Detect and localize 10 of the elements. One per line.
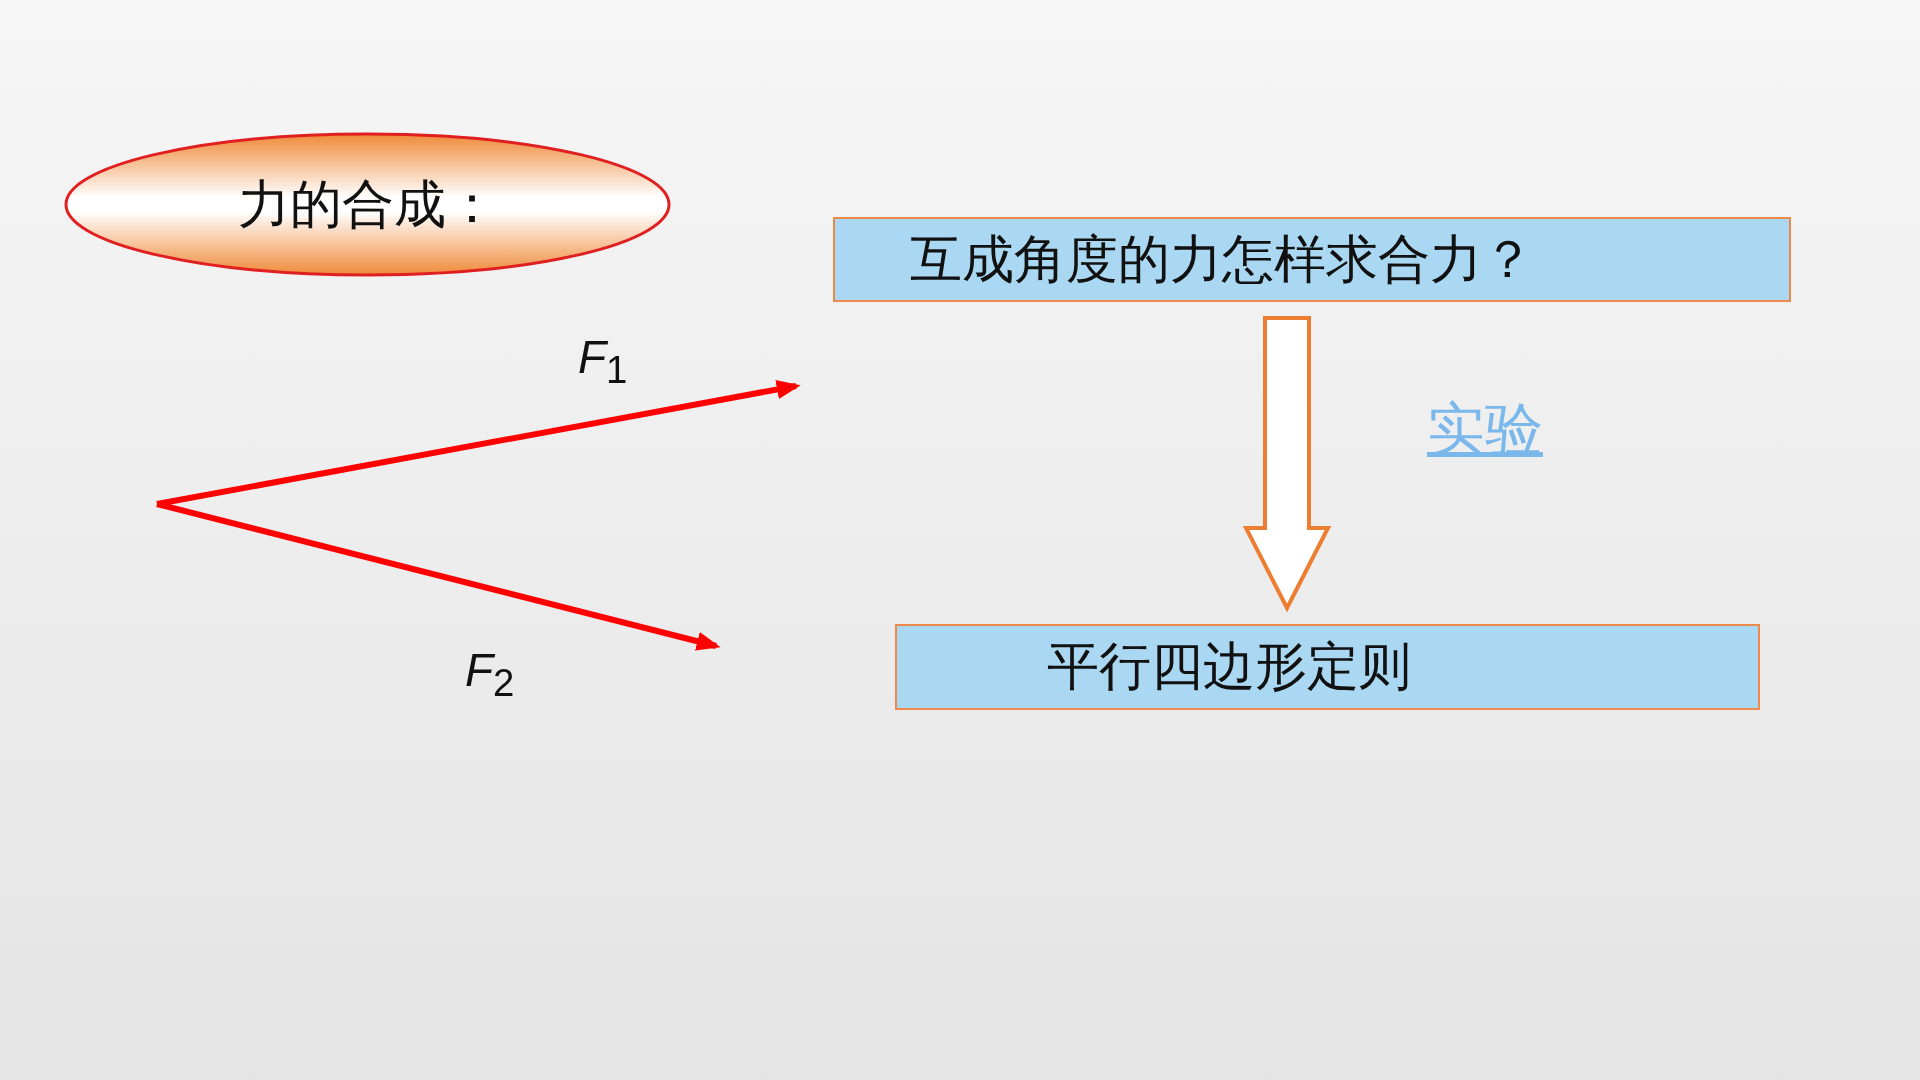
title-text: 力的合成： xyxy=(237,172,498,236)
text-box xyxy=(833,217,1791,302)
force-label: F$_{2}$ xyxy=(465,643,515,706)
box-text: 平行四边形定则 xyxy=(1047,635,1411,698)
block-arrow xyxy=(1242,316,1332,613)
text-box xyxy=(895,624,1760,710)
box-text: 互成角度的力怎样求合力？ xyxy=(910,227,1534,291)
force-label: F$_{1}$ xyxy=(578,330,628,393)
ellipse-shape xyxy=(64,132,671,277)
edge-label: 实验 xyxy=(1427,393,1543,465)
